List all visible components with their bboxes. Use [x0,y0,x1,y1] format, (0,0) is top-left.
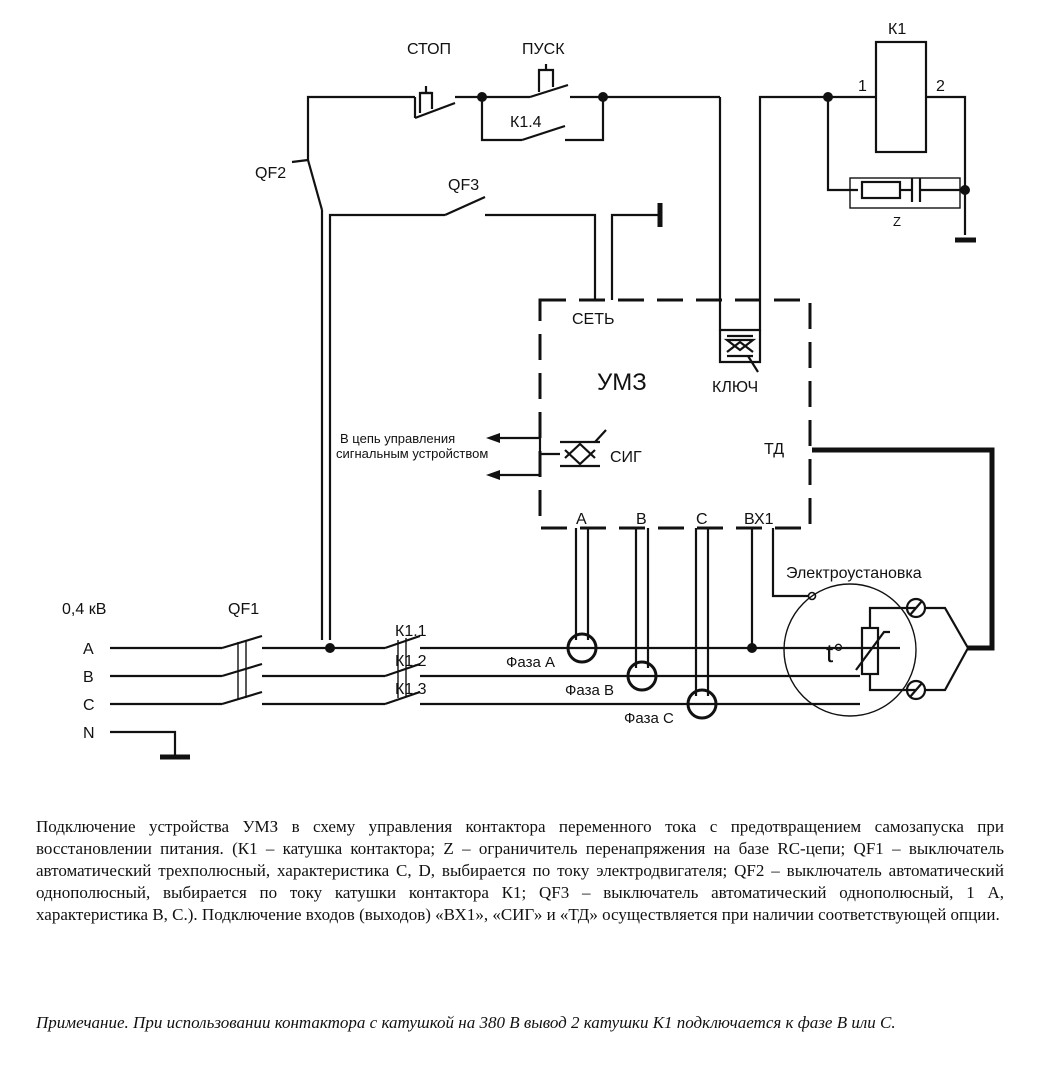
wiring-diagram: 0,4 кВ A B C N QF1 QF2 QF3 СТОП ПУСК К1.… [62,21,995,760]
device-title: УМЗ [597,369,647,396]
k1-pin1-label: 1 [858,78,867,95]
start-label: ПУСК [522,41,565,58]
phase-c-sensor-label: Фаза С [624,710,674,727]
signal-line-1: В цепь управления [340,431,455,446]
stop-label: СТОП [407,41,451,58]
neutral-label: N [83,725,95,742]
figure-note: Примечание. При использовании контактора… [36,1013,896,1032]
k1-1-label: К1.1 [395,623,427,640]
z-label: Z [893,214,901,229]
input-a-label: А [576,511,587,528]
k1-4-label: К1.4 [510,114,542,131]
k1-coil-label: К1 [888,21,906,38]
installation-label: Электроустановка [786,565,922,582]
stop-button-symbol [413,86,456,120]
installation-motor [783,583,970,717]
figure-caption: Подключение устройства УМЗ в схему управ… [36,817,1004,924]
phase-c-label: C [83,697,95,714]
sig-triac-symbol [500,429,607,477]
qf1-label: QF1 [228,601,259,618]
net-terminal-label: СЕТЬ [572,311,615,328]
start-button-symbol [529,64,569,99]
power-lines [110,634,900,760]
signal-line-2: сигнальным устройством [336,446,488,461]
phase-b-label: B [83,669,94,686]
k1-2-label: К1.2 [395,653,427,670]
k1-pin2-label: 2 [936,78,945,95]
voltage-label: 0,4 кВ [62,601,106,618]
phase-b-sensor-label: Фаза В [565,682,614,699]
qf2-label: QF2 [255,165,286,182]
sig-label: СИГ [610,449,642,466]
key-label: КЛЮЧ [712,379,758,396]
temperature-label: t° [826,638,844,668]
qf3-label: QF3 [448,177,479,194]
key-triac-symbol [718,318,762,373]
phase-a-label: A [83,641,94,658]
control-circuit [291,40,976,640]
td-label: ТД [764,441,784,458]
input-c-label: С [696,511,708,528]
vx1-label: ВХ1 [744,511,774,528]
input-b-label: В [636,511,647,528]
current-sensors [566,528,817,720]
k1-3-label: К1.3 [395,681,427,698]
phase-a-sensor-label: Фаза А [506,654,555,671]
umz-device-box [486,298,995,651]
